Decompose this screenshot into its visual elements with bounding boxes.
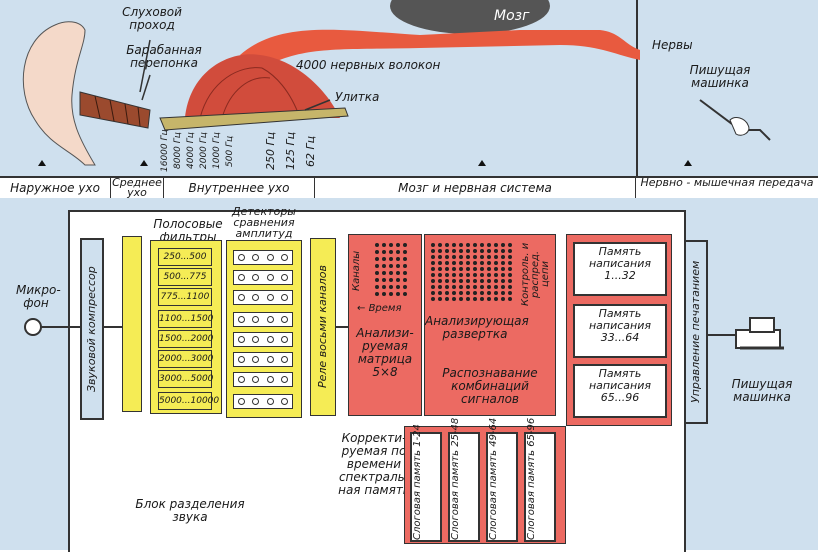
scan-recognition-block: Контроль. и распред. цепи Анализирующая … [424,234,556,416]
typewriter-top-label: Пишущая машинка [689,63,751,90]
ear-anatomy-art [22,0,771,166]
time-text: Время [368,303,402,314]
sound-compressor: Звуковой компрессор [80,238,104,420]
syllable-memory: Слоговая память 65-96 [524,417,556,542]
syllable-label: Слоговая память 65-96 [526,417,537,540]
detector-row [233,270,293,285]
detector-row [233,332,293,347]
scan-label: Анализирующая развертка [425,314,529,341]
syllable-memory: Слоговая память 49-64 [486,417,518,542]
freq-label: 62 Гц [304,135,317,167]
syllable-label: Слоговая память 25-48 [450,417,461,540]
typewriter-bottom-label: Пишущая машинка [731,377,793,404]
freq-label: 250 Гц [264,131,277,171]
filter-row: 775...1100 [158,288,212,306]
time-label: ← Время [357,303,402,314]
ear-canal-label: Слуховой проход [122,5,182,32]
relay-label: Реле восьми каналов [316,265,329,389]
syllable-label: Слоговая память 1-24 [412,424,423,540]
wire-mic [40,326,80,328]
brain-label: Мозг [494,8,530,24]
microphone-label: Микро- фон [16,283,61,310]
channels-label: Каналы [351,250,362,292]
typewriter-icon [735,317,784,350]
frequency-labels: 16000 Гц 8000 Гц 4000 Гц 2000 Гц 1000 Гц… [160,128,340,174]
wire-print [706,334,736,336]
filter-row: 5000...10000 [158,392,219,410]
detector-row [233,312,293,327]
cochlea-label: Улитка [335,90,380,104]
band-outer-ear: Наружное ухо [0,178,111,198]
print-control-label: Управление печатанием [689,260,702,404]
detectors-title: Детекторы сравнения амплитуд [232,205,296,240]
syllable-memory: Слоговая память 25-48 [448,417,480,542]
top-illustration: Слуховой проход Барабанная перепонка Моз… [0,0,818,176]
filter-row: 500...775 [158,268,212,286]
detector-row [233,250,293,265]
spectral-memory-label: Корректи- руемая по времени спектраль- н… [338,431,410,497]
detector-row [233,394,293,409]
matrix-dots [375,243,407,296]
freq-label: 500 Гц [225,135,235,167]
freq-label: 16000 Гц [160,129,170,173]
filter-bus [122,236,142,412]
detector-row [233,290,293,305]
matrix-label: Анализи- руемая матрица 5×8 [356,326,414,379]
syllable-memory: Слоговая память 1-24 [410,424,442,542]
band-inner-ear: Внутреннее ухо [164,178,315,198]
scan-dots [431,243,512,301]
wire-relay [336,326,348,328]
nerves-label: Нервы [652,38,693,52]
detector-row [233,352,293,367]
filter-row: 1500...2000 [158,330,213,348]
filter-row: 250...500 [158,248,212,266]
separation-block-label: Блок разделения звука [135,497,245,524]
syllable-label: Слоговая память 49-64 [488,417,499,540]
band-neuromuscular: Нервно - мышечная передача [640,178,814,189]
freq-label: 125 Гц [284,131,297,171]
band-middle-ear: Среднее ухо [111,178,164,198]
recognition-label: Распознавание комбинаций сигналов [442,366,538,406]
eardrum-label: Барабанная перепонка [126,43,202,70]
freq-label: 8000 Гц [173,132,183,170]
freq-label: 4000 Гц [186,132,196,170]
freq-label: 1000 Гц [212,132,222,170]
nerve-fibers-label: 4000 нервных волокон [296,58,441,72]
filter-row: 3000...5000 [158,370,213,388]
memory-block: Память написания 33...64 [573,304,667,358]
band-brain-system: Мозг и нервная система [315,178,636,198]
control-label: Контроль. и распред. цепи [520,242,551,306]
memory-block: Память написания 1...32 [573,242,667,296]
memory-block: Память написания 65...96 [573,364,667,418]
wire-comp [102,326,122,328]
filter-row: 2000...3000 [158,350,213,368]
print-control: Управление печатанием [684,240,708,424]
filter-row: 1100...1500 [158,310,213,328]
compressor-label: Звуковой компрессор [85,266,98,392]
section-band: Наружное ухо Среднее ухо Внутреннее ухо … [0,176,818,200]
detector-panel [226,240,302,418]
relay-block: Реле восьми каналов [310,238,336,416]
detector-row [233,372,293,387]
analysis-matrix: Каналы ← Время Анализи- руемая матрица 5… [348,234,422,416]
right-panel [636,0,818,176]
freq-label: 2000 Гц [199,132,209,170]
